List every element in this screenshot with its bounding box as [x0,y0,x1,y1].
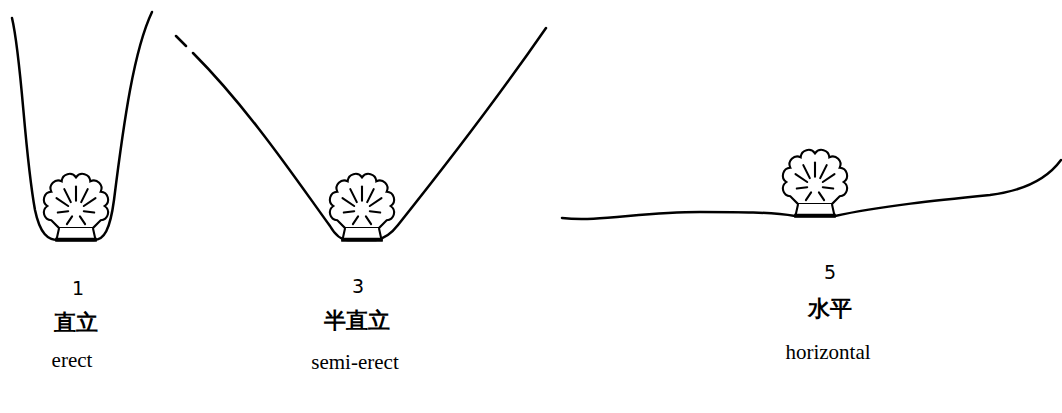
posture-name-zh: 半直立 [324,308,390,333]
posture-name-en: horizontal [785,340,870,364]
plant-rosette [330,174,394,240]
plant-rosette [44,174,108,240]
erect-leaf-outline [12,12,152,240]
semi-erect-leaf-outline [176,28,546,240]
callout-number: 3 [352,276,364,298]
posture-name-en: semi-erect [311,350,398,374]
posture-name-zh: 水平 [808,296,852,321]
posture-name-en: erect [52,348,93,372]
posture-name-zh: 直立 [54,310,98,335]
callout-number: 1 [72,278,84,300]
callout-number: 5 [824,262,836,284]
plant-rosette [783,150,847,216]
